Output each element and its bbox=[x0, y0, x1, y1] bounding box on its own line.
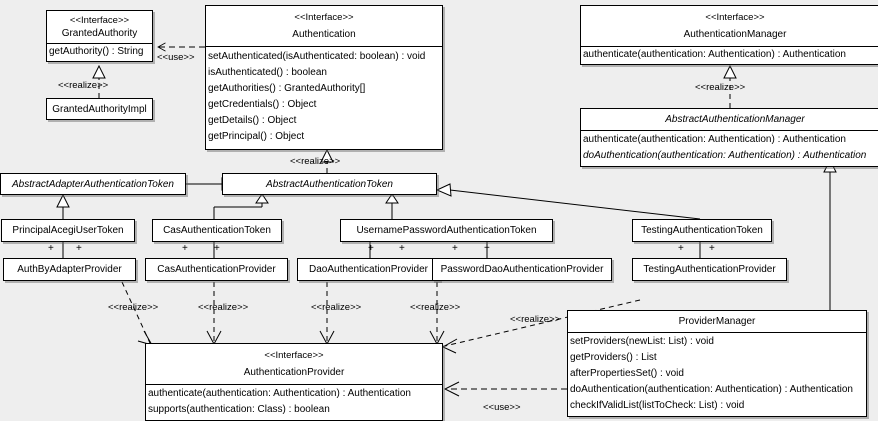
class-provider-manager[interactable]: ProviderManager setProviders(newList: Li… bbox=[567, 310, 867, 417]
class-principal-acegi-user-token[interactable]: PrincipalAcegiUserToken bbox=[1, 219, 135, 242]
methods-authentication-provider: authenticate(authentication: Authenticat… bbox=[146, 384, 442, 420]
method-is-authenticated: isAuthenticated() : boolean bbox=[208, 67, 327, 78]
class-cas-authentication-token[interactable]: CasAuthenticationToken bbox=[152, 219, 282, 242]
class-header-granted-authority: <<Interface>> GrantedAuthority bbox=[47, 11, 152, 43]
association-marker-plus: + bbox=[76, 243, 82, 254]
class-password-dao-authentication-provider[interactable]: PasswordDaoAuthenticationProvider bbox=[432, 258, 612, 281]
class-cas-authentication-provider[interactable]: CasAuthenticationProvider bbox=[145, 258, 288, 281]
class-name-provider-manager: ProviderManager bbox=[678, 316, 756, 327]
relationship-label-realize: <<realize>> bbox=[198, 302, 249, 313]
association-marker-plus: + bbox=[709, 243, 715, 254]
class-name-password-dao-authentication-provider: PasswordDaoAuthenticationProvider bbox=[440, 264, 604, 275]
method-set-authenticated: setAuthenticated(isAuthenticated: boolea… bbox=[208, 51, 426, 62]
class-granted-authority[interactable]: <<Interface>> GrantedAuthority getAuthor… bbox=[46, 10, 153, 62]
methods-authentication-manager: authenticate(authentication: Authenticat… bbox=[581, 46, 878, 64]
relationship-label-use: <<use>> bbox=[157, 52, 195, 63]
method-set-providers: setProviders(newList: List) : void bbox=[570, 336, 714, 347]
relationship-label-realize: <<realize>> bbox=[510, 314, 561, 325]
method-after-properties-set: afterPropertiesSet() : void bbox=[570, 368, 684, 379]
method-supports: supports(authentication: Class) : boolea… bbox=[148, 404, 330, 415]
class-granted-authority-impl[interactable]: GrantedAuthorityImpl bbox=[46, 98, 153, 120]
class-authentication-provider[interactable]: <<Interface>> AuthenticationProvider aut… bbox=[145, 343, 443, 421]
class-name-granted-authority: GrantedAuthority bbox=[61, 28, 138, 39]
class-name-granted-authority-impl: GrantedAuthorityImpl bbox=[52, 103, 147, 115]
class-auth-by-adapter-provider[interactable]: AuthByAdapterProvider bbox=[3, 258, 136, 281]
methods-provider-manager: setProviders(newList: List) : void getPr… bbox=[568, 332, 866, 416]
method-do-authentication: doAuthentication(authentication: Authent… bbox=[570, 384, 853, 395]
method-get-providers: getProviders() : List bbox=[570, 352, 657, 363]
class-name-testing-authentication-provider: TestingAuthenticationProvider bbox=[643, 264, 776, 275]
method-get-authority: getAuthority() : String bbox=[49, 46, 144, 57]
relationship-label-realize: <<realize>> bbox=[58, 80, 109, 91]
class-name-testing-authentication-token: TestingAuthenticationToken bbox=[641, 225, 763, 236]
class-name-abstract-authentication-manager: AbstractAuthenticationManager bbox=[665, 114, 805, 125]
association-marker-plus: + bbox=[214, 243, 220, 254]
method-authenticate: authenticate(authentication: Authenticat… bbox=[583, 49, 846, 60]
class-header-provider-manager: ProviderManager bbox=[568, 311, 866, 332]
stereotype-interface: <<Interface>> bbox=[294, 12, 354, 23]
method-get-credentials: getCredentials() : Object bbox=[208, 99, 317, 110]
methods-authentication: setAuthenticated(isAuthenticated: boolea… bbox=[206, 46, 442, 149]
relationship-label-realize: <<realize>> bbox=[108, 302, 159, 313]
class-name-cas-authentication-provider: CasAuthenticationProvider bbox=[157, 264, 276, 275]
method-authenticate: authenticate(authentication: Authenticat… bbox=[148, 388, 411, 399]
class-name-abstract-adapter-authentication-token: AbstractAdapterAuthenticationToken bbox=[12, 178, 174, 190]
method-do-authentication: doAuthentication(authentication: Authent… bbox=[583, 150, 867, 161]
association-marker-plus: + bbox=[484, 243, 490, 254]
class-name-abstract-authentication-token: AbstractAuthenticationToken bbox=[266, 178, 393, 190]
stereotype-interface: <<Interface>> bbox=[264, 350, 324, 361]
class-header-authentication-provider: <<Interface>> AuthenticationProvider bbox=[146, 344, 442, 384]
class-authentication[interactable]: <<Interface>> Authentication setAuthenti… bbox=[205, 5, 443, 150]
method-check-if-valid-list: checkIfValidList(listToCheck: List) : vo… bbox=[570, 400, 745, 411]
method-get-details: getDetails() : Object bbox=[208, 115, 297, 126]
class-name-cas-authentication-token: CasAuthenticationToken bbox=[163, 225, 271, 236]
class-name-principal-acegi-user-token: PrincipalAcegiUserToken bbox=[12, 225, 124, 236]
association-marker-plus: + bbox=[452, 243, 458, 254]
class-abstract-authentication-manager[interactable]: AbstractAuthenticationManager authentica… bbox=[580, 108, 878, 167]
association-marker-plus: + bbox=[399, 243, 405, 254]
class-header-abstract-authentication-manager: AbstractAuthenticationManager bbox=[581, 109, 878, 130]
class-name-auth-by-adapter-provider: AuthByAdapterProvider bbox=[17, 264, 122, 275]
association-marker-plus: + bbox=[368, 243, 374, 254]
stereotype-interface: <<Interface>> bbox=[705, 12, 765, 23]
methods-abstract-authentication-manager: authenticate(authentication: Authenticat… bbox=[581, 130, 878, 166]
method-get-authorities: getAuthorities() : GrantedAuthority[] bbox=[208, 83, 366, 94]
method-authenticate: authenticate(authentication: Authenticat… bbox=[583, 134, 846, 145]
relationship-label-realize: <<realize>> bbox=[311, 302, 362, 313]
class-dao-authentication-provider[interactable]: DaoAuthenticationProvider bbox=[297, 258, 440, 281]
class-name-authentication-provider: AuthenticationProvider bbox=[243, 367, 345, 378]
relationship-label-realize: <<realize>> bbox=[290, 156, 341, 167]
class-name-authentication-manager: AuthenticationManager bbox=[683, 29, 787, 40]
relationship-label-realize: <<realize>> bbox=[695, 82, 746, 93]
relationship-label-use: <<use>> bbox=[483, 402, 521, 413]
class-name-authentication: Authentication bbox=[292, 29, 356, 40]
class-username-password-authentication-token[interactable]: UsernamePasswordAuthenticationToken bbox=[340, 219, 553, 242]
method-get-principal: getPrincipal() : Object bbox=[208, 131, 305, 142]
class-name-username-password-authentication-token: UsernamePasswordAuthenticationToken bbox=[356, 225, 537, 236]
association-marker-plus: + bbox=[182, 243, 188, 254]
methods-granted-authority: getAuthority() : String bbox=[47, 43, 152, 61]
association-marker-plus: + bbox=[48, 243, 54, 254]
class-testing-authentication-token[interactable]: TestingAuthenticationToken bbox=[632, 219, 772, 242]
relationship-label-realize: <<realize>> bbox=[410, 302, 461, 313]
class-authentication-manager[interactable]: <<Interface>> AuthenticationManager auth… bbox=[580, 5, 878, 65]
stereotype-interface: <<Interface>> bbox=[69, 15, 130, 26]
class-header-authentication: <<Interface>> Authentication bbox=[206, 6, 442, 46]
class-abstract-authentication-token[interactable]: AbstractAuthenticationToken bbox=[222, 173, 437, 195]
class-name-dao-authentication-provider: DaoAuthenticationProvider bbox=[309, 264, 428, 275]
class-header-authentication-manager: <<Interface>> AuthenticationManager bbox=[581, 6, 878, 46]
class-abstract-adapter-authentication-token[interactable]: AbstractAdapterAuthenticationToken bbox=[0, 173, 186, 195]
association-marker-plus: + bbox=[678, 243, 684, 254]
class-testing-authentication-provider[interactable]: TestingAuthenticationProvider bbox=[632, 258, 787, 281]
